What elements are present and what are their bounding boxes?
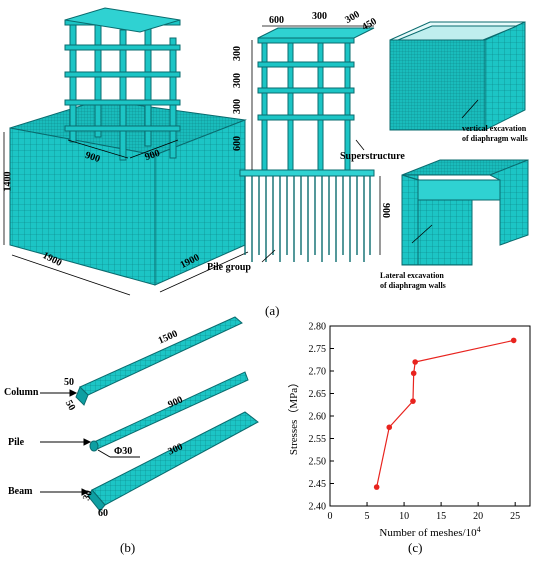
x-tick-label: 15 [436, 511, 446, 522]
story-dim-1: 300 [232, 46, 243, 61]
pile-element [89, 371, 249, 452]
panel-b-graphics [40, 316, 259, 512]
y-tick-label: 2.70 [309, 367, 327, 378]
story-dim-4: 600 [232, 136, 243, 151]
beam-element [87, 411, 259, 512]
top-dim-2: 300 [312, 11, 327, 22]
soil-dimension-lines [3, 132, 249, 296]
data-point [386, 424, 393, 431]
soil-block-model [9, 99, 247, 286]
pile-diameter-label: Φ30 [114, 446, 133, 457]
beam-dim-b-label: 60 [98, 508, 108, 519]
y-tick-label: 2.80 [309, 322, 327, 333]
stress-series-line [376, 339, 514, 488]
building-frame-on-soil [64, 7, 181, 161]
panel-b-arrows [40, 389, 140, 496]
y-tick-label: 2.60 [309, 412, 327, 423]
x-axis-label: Number of meshes/104 [379, 525, 480, 538]
top-dim-1: 600 [269, 15, 284, 26]
lateral-excavation-label-2: of diaphragm walls [380, 281, 446, 290]
vertical-excavation-label-2: of diaphragm walls [462, 134, 528, 143]
vertical-excavation-label-1: vertical excavation [462, 124, 527, 133]
y-axis-label: Stresses（MPa） [287, 377, 300, 455]
y-tick-label: 2.65 [309, 389, 327, 400]
column-element [75, 316, 243, 406]
vertical-excavation-model [389, 21, 526, 131]
superstructure-label: Superstructure [340, 151, 405, 162]
lateral-excavation-label-1: Lateral excavation [380, 271, 444, 280]
pile-label: Pile [8, 437, 25, 448]
column-dim-a-label: 50 [64, 377, 74, 388]
lateral-excavation-model [401, 159, 529, 266]
y-tick-label: 2.40 [309, 502, 327, 513]
data-point [373, 484, 380, 490]
panel-a-label: (a) [265, 303, 280, 318]
pile-group-label: Pile group [207, 262, 251, 273]
y-tick-label: 2.45 [309, 479, 327, 490]
plot-frame [329, 325, 531, 507]
y-tick-label: 2.75 [309, 344, 327, 355]
frame-dimension-lines [251, 25, 381, 263]
x-tick-label: 20 [473, 511, 483, 522]
x-tick-label: 25 [510, 511, 520, 522]
pile-length-label: 900 [380, 203, 391, 218]
x-tick-label: 10 [399, 511, 409, 522]
data-point [510, 337, 517, 344]
story-dim-2: 300 [232, 73, 243, 88]
frame-and-pile-group [239, 27, 375, 177]
column-label: Column [4, 387, 39, 398]
x-tick-label: 5 [365, 511, 370, 522]
y-tick-label: 2.55 [309, 434, 327, 445]
data-point [410, 370, 417, 377]
data-point [412, 359, 418, 365]
y-tick-label: 2.50 [309, 457, 327, 468]
beam-label: Beam [8, 486, 33, 497]
panel-b-label: (b) [120, 540, 136, 555]
pile-group-piles [244, 176, 371, 262]
x-tick-label: 0 [328, 511, 333, 522]
soil-height-label: 1400 [2, 171, 14, 192]
mesh-convergence-chart: 0 5 10 15 20 25 2.40 2.45 2.50 2.55 2.60 2.65 2.70 2.… [287, 322, 531, 538]
story-dim-3: 300 [232, 99, 243, 114]
data-point [410, 398, 416, 404]
panel-a-graphics [3, 7, 529, 296]
panel-c-label: (c) [408, 540, 423, 555]
